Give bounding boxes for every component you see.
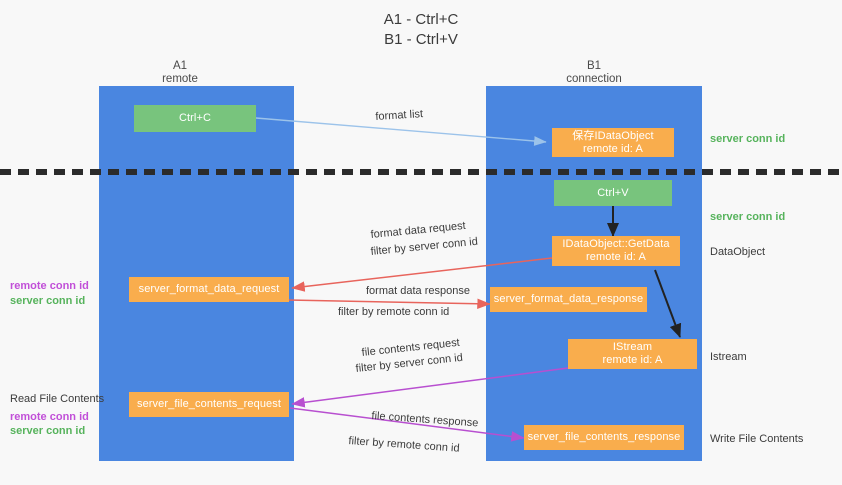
column-header-a1: A1 remote	[162, 60, 198, 85]
node-server-format-data-request[interactable]: server_format_data_request	[129, 277, 289, 302]
edge-label-format-list: format list	[375, 108, 424, 123]
annotation-dataobject: DataObject	[710, 246, 766, 258]
phase-separator	[0, 169, 842, 175]
edge-label-file-contents-response: file contents response	[371, 409, 479, 430]
node-istream[interactable]: IStream remote id: A	[568, 339, 697, 369]
annotation-read-file-contents: Read File Contents	[10, 393, 105, 405]
node-server-format-data-response[interactable]: server_format_data_response	[490, 287, 647, 312]
filter-value-remote-conn-id: remote conn id	[376, 306, 450, 318]
annotation-server-conn-id-mid: server conn id	[710, 211, 786, 223]
annotation-write-file-contents: Write File Contents	[710, 433, 804, 445]
filter-prefix: filter by	[355, 358, 395, 375]
node-server-file-contents-response[interactable]: server_file_contents_response	[524, 425, 684, 450]
node-idataobject-getdata[interactable]: IDataObject::GetData remote id: A	[552, 236, 680, 266]
annotation-remote-conn-id-mid: remote conn id	[10, 280, 89, 292]
annotation-server-conn-id-left-mid: server conn id	[10, 295, 86, 307]
annotation-server-conn-id-top: server conn id	[710, 133, 786, 145]
filter-value-server-conn-id: server conn id	[408, 235, 479, 255]
diagram-title: A1 - Ctrl+C B1 - Ctrl+V	[383, 11, 459, 48]
filter-prefix: filter by	[370, 242, 410, 258]
annotation-server-conn-id-left-bot: server conn id	[10, 425, 86, 437]
arrow-format-data-response	[287, 298, 491, 309]
column-header-b1: B1 connection	[566, 60, 622, 85]
edge-label-format-data-response-filter: filter by remote conn id	[338, 305, 449, 319]
node-server-file-contents-request[interactable]: server_file_contents_request	[129, 392, 289, 417]
node-save-idataobject[interactable]: 保存IDataObject remote id: A	[552, 128, 674, 157]
annotation-istream: Istream	[710, 351, 747, 363]
filter-prefix: filter by	[348, 434, 388, 450]
node-ctrl-c[interactable]: Ctrl+C	[134, 105, 256, 132]
filter-prefix: filter by	[338, 306, 377, 318]
annotation-remote-conn-id-bot: remote conn id	[10, 411, 89, 423]
edge-label-format-data-response: format data response	[366, 285, 470, 297]
edge-label-file-contents-response-filter: filter by remote conn id	[348, 434, 460, 456]
filter-value-remote-conn-id: remote conn id	[386, 437, 460, 455]
node-ctrl-v[interactable]: Ctrl+V	[554, 180, 672, 206]
